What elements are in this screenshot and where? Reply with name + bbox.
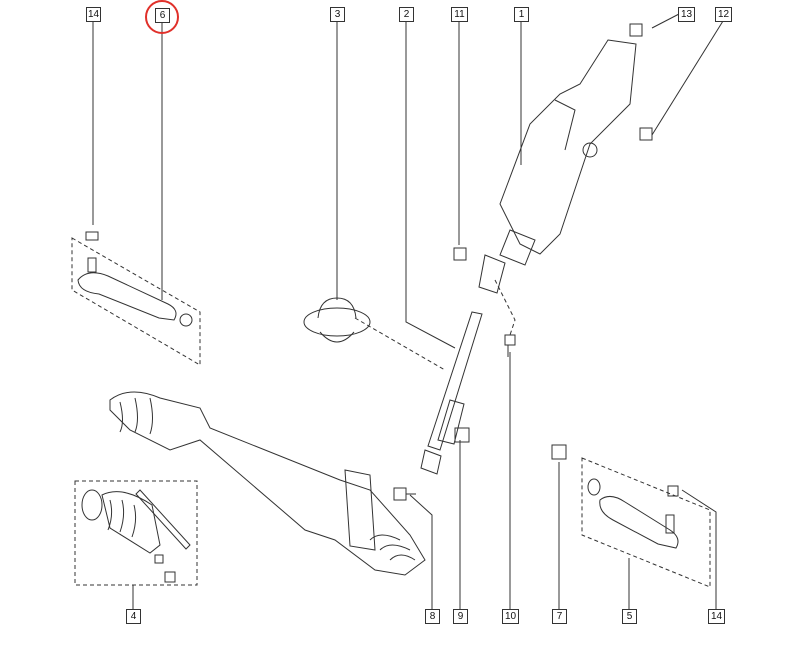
assembly-boxes xyxy=(71,237,711,588)
steering-rack xyxy=(109,391,426,576)
callout-9[interactable]: 9 xyxy=(453,609,468,624)
steering-column xyxy=(478,23,643,294)
rack-boot-kit xyxy=(81,489,191,583)
highlight-circle xyxy=(145,0,179,34)
callout-4[interactable]: 4 xyxy=(126,609,141,624)
callout-1[interactable]: 1 xyxy=(514,7,529,22)
callout-14-top[interactable]: 14 xyxy=(86,7,101,22)
callout-13[interactable]: 13 xyxy=(678,7,695,22)
callout-10[interactable]: 10 xyxy=(502,609,519,624)
tie-rod-end-right xyxy=(587,478,679,549)
fasteners xyxy=(393,127,679,501)
callout-14-bottom[interactable]: 14 xyxy=(708,609,725,624)
callout-7[interactable]: 7 xyxy=(552,609,567,624)
callout-11[interactable]: 11 xyxy=(451,7,468,22)
callout-3[interactable]: 3 xyxy=(330,7,345,22)
column-boot xyxy=(303,297,371,343)
callout-6[interactable]: 6 xyxy=(155,8,170,23)
callout-2[interactable]: 2 xyxy=(399,7,414,22)
tie-rod-end-left xyxy=(77,231,193,327)
leader-lines xyxy=(92,13,724,609)
callout-12[interactable]: 12 xyxy=(715,7,732,22)
callout-8[interactable]: 8 xyxy=(425,609,440,624)
callout-5[interactable]: 5 xyxy=(622,609,637,624)
intermediate-shaft xyxy=(420,311,483,475)
